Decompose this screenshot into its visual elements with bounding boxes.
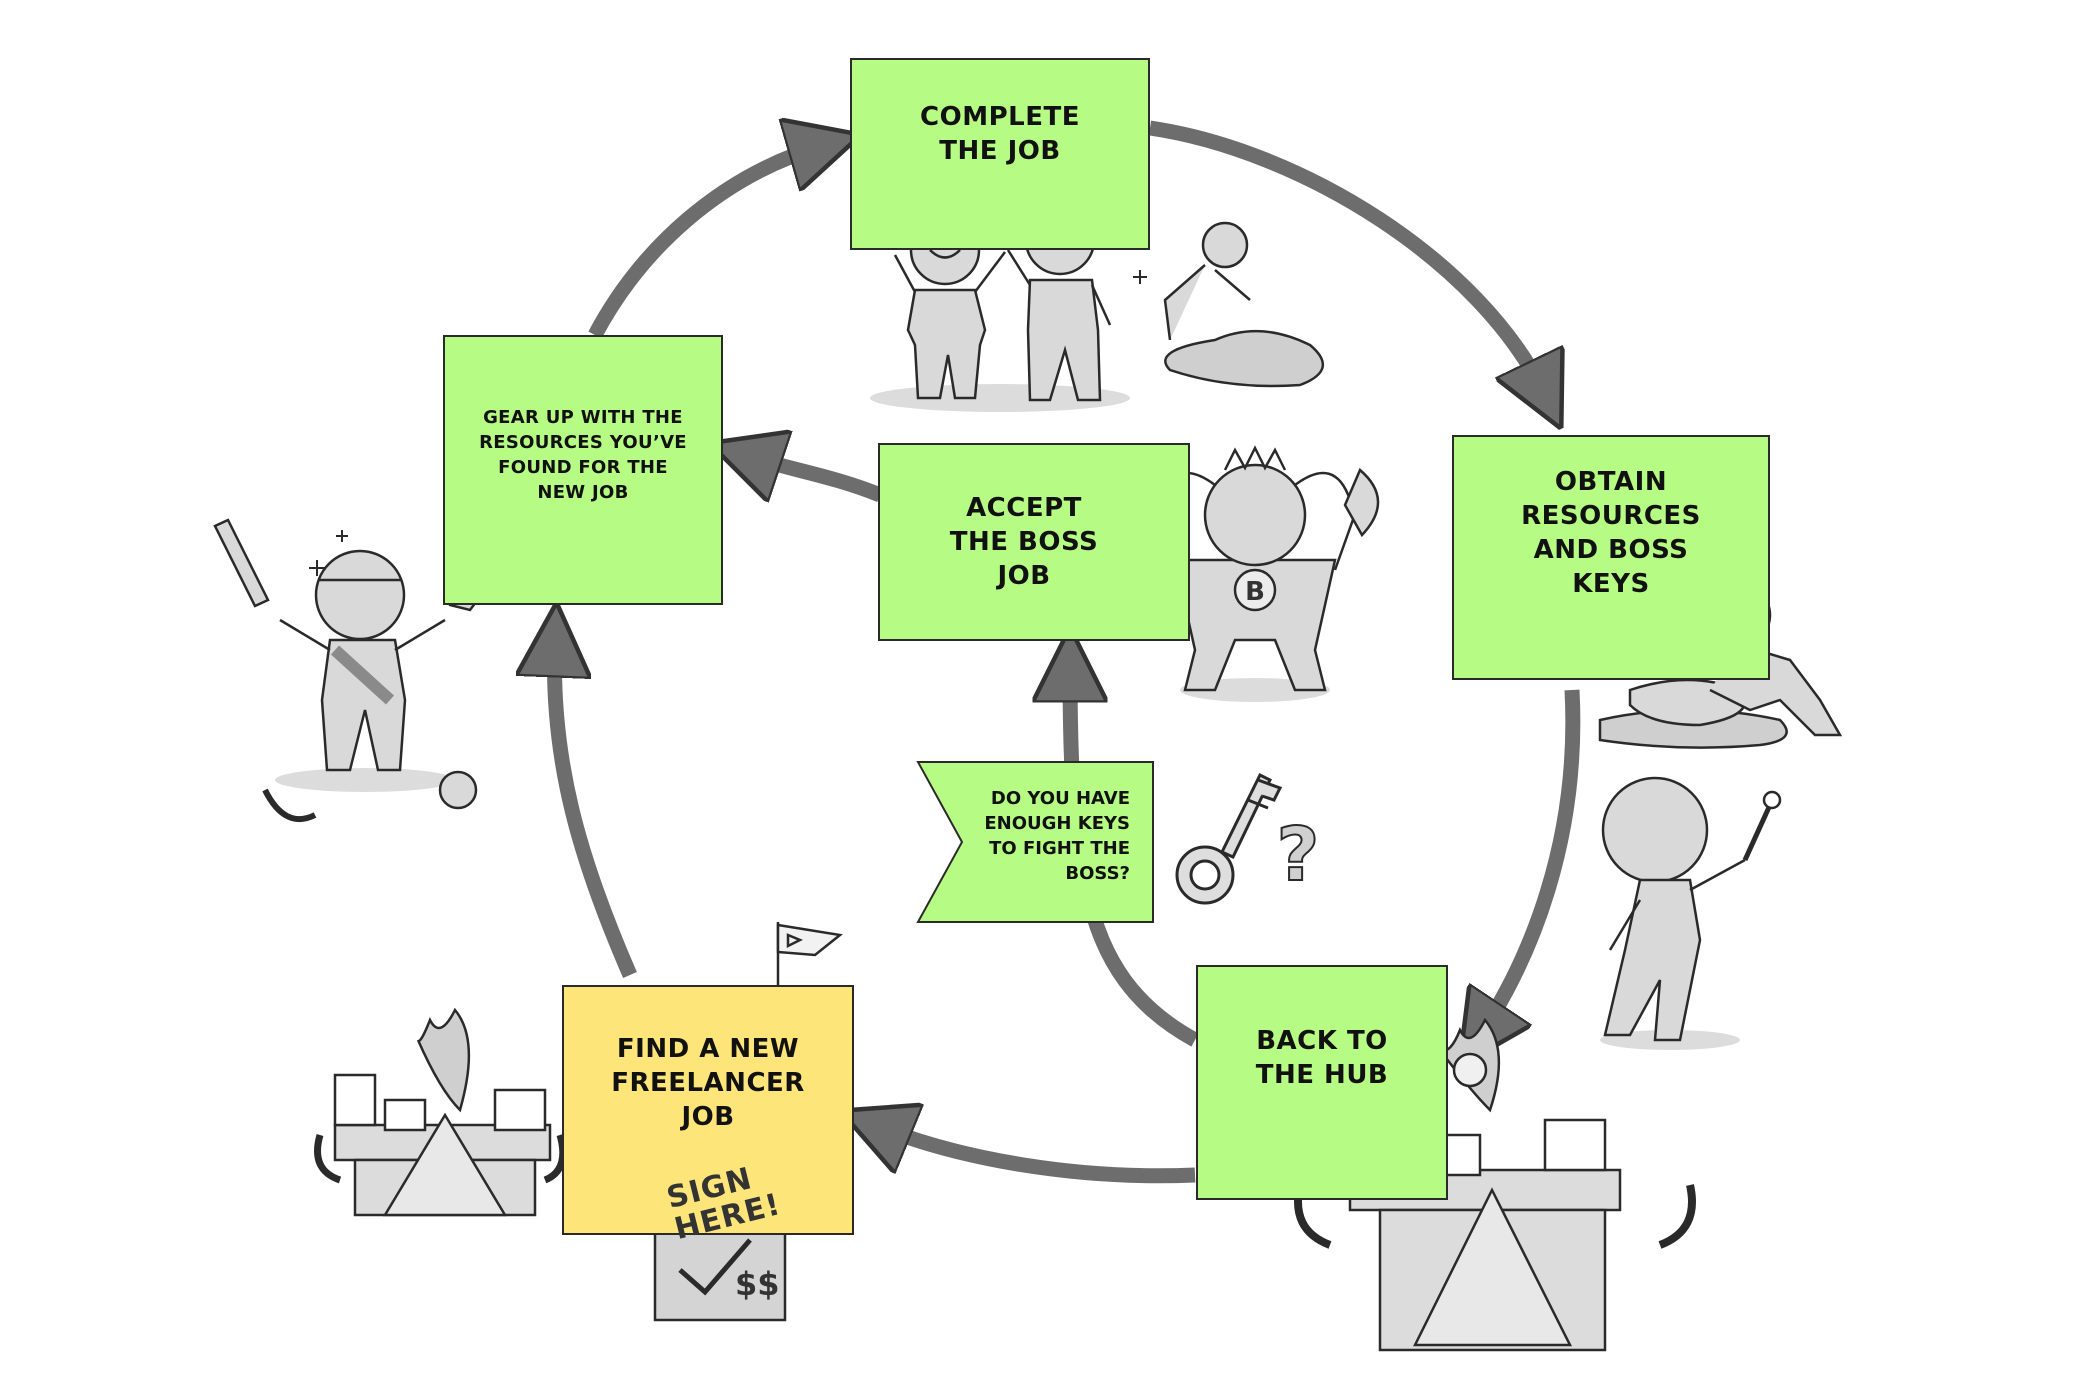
node-complete-job: COMPLETE THE JOB	[850, 58, 1150, 250]
checkmark-icon	[678, 1238, 752, 1296]
node-gear-up: GEAR UP WITH THE RESOURCES YOU’VE FOUND …	[443, 335, 723, 605]
money-label: $$	[735, 1265, 780, 1303]
boss-figure	[1118, 445, 1380, 702]
node-obtain-resources: OBTAIN RESOURCES AND BOSS KEYS	[1452, 435, 1770, 680]
arrow-complete-to-obtain	[1148, 120, 1545, 395]
arrow-accept-boss-to-gear-up	[745, 455, 883, 495]
node-back-to-hub: BACK TO THE HUB	[1196, 965, 1448, 1200]
node-gear-up-label: GEAR UP WITH THE RESOURCES YOU’VE FOUND …	[479, 407, 687, 503]
hub-desk-left	[314, 1007, 567, 1217]
arrow-gear-up-to-complete	[588, 145, 825, 339]
node-accept-boss: ACCEPT THE BOSS JOB	[878, 443, 1190, 641]
key-holder-figure	[1600, 776, 1782, 1050]
question-mark-icon: ?	[1277, 812, 1320, 898]
node-complete-job-label: COMPLETE THE JOB	[920, 102, 1080, 166]
warrior-figure	[213, 518, 487, 822]
node-find-new-job-label: FIND A NEW FREELANCER JOB	[611, 1033, 805, 1132]
key-icon	[1175, 772, 1283, 905]
high-five-figures	[870, 204, 1325, 412]
arrow-obtain-to-hub	[1480, 689, 1581, 1035]
decision-flag	[916, 761, 1154, 923]
boss-badge: B	[1245, 577, 1265, 607]
decision-question-label: DO YOU HAVE ENOUGH KEYS TO FIGHT THE BOS…	[984, 788, 1130, 884]
node-accept-boss-label: ACCEPT THE BOSS JOB	[949, 493, 1099, 591]
flag-icon	[776, 922, 843, 988]
node-back-to-hub-label: BACK TO THE HUB	[1255, 1025, 1389, 1090]
node-find-new-job: FIND A NEW FREELANCER JOB	[562, 985, 854, 1235]
arrow-find-job-to-gear-up	[554, 640, 637, 978]
arrow-hub-to-find-job	[875, 1125, 1196, 1184]
node-obtain-resources-label: OBTAIN RESOURCES AND BOSS KEYS	[1521, 466, 1701, 599]
